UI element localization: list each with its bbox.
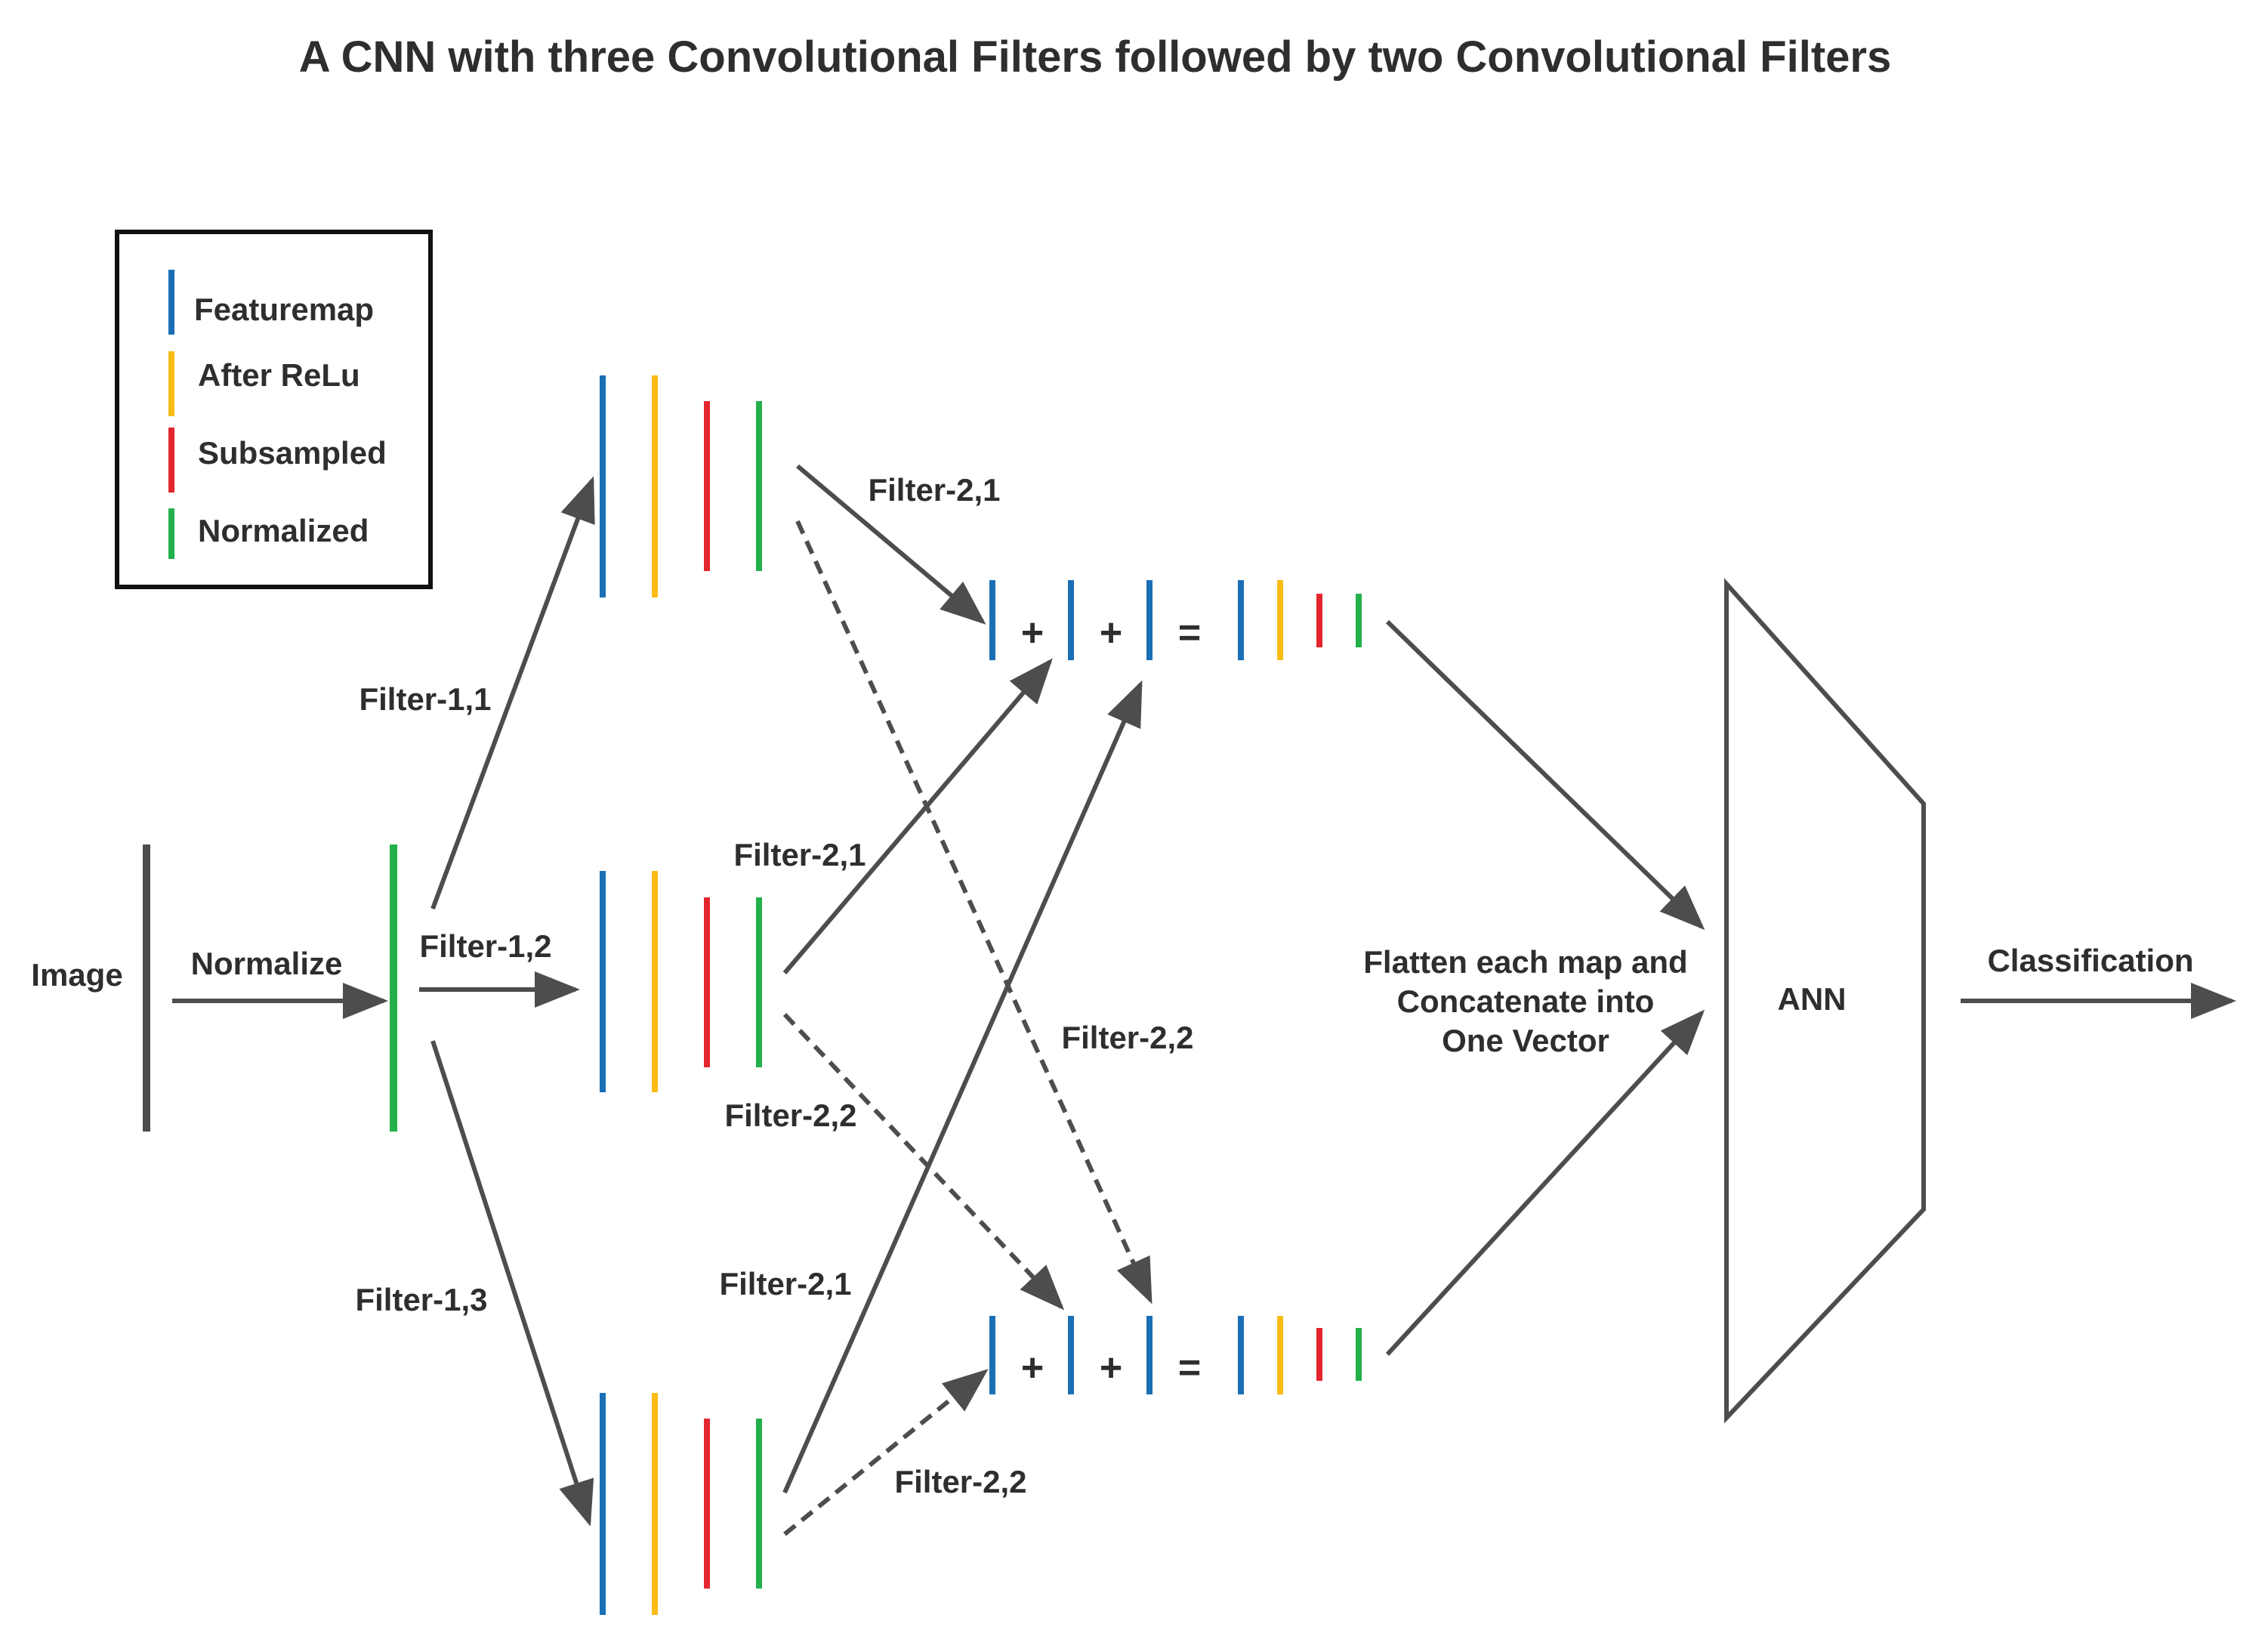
legend-relu-label: After ReLu <box>198 357 360 393</box>
filter-2-1-mid-arrow <box>782 658 1053 974</box>
ann-block <box>1724 578 1926 1424</box>
filter-2-2-top-label: Filter-2,2 <box>1061 1020 1193 1055</box>
legend-normalized-label: Normalized <box>198 513 369 548</box>
legend: Featuremap After ReLu Subsampled Normali… <box>115 230 433 589</box>
filter-2-1-top-label: Filter-2,1 <box>868 472 1000 508</box>
filter-2-1-mid-label: Filter-2,1 <box>733 837 866 872</box>
image-label: Image <box>31 957 122 993</box>
plus-sign: + <box>1021 1346 1044 1390</box>
filter-2-2-top-arrow <box>795 520 1153 1305</box>
upper-to-ann-arrow <box>1385 619 1705 931</box>
normalize-label: Normalize <box>191 946 343 981</box>
sum-row-lower: + + = <box>989 1316 1362 1394</box>
filter-2-1-bot-arrow <box>782 680 1143 1494</box>
lower-to-ann-arrow <box>1385 1009 1705 1357</box>
ann-label: ANN <box>1778 981 1847 1017</box>
filter-1-1-arrow <box>430 476 595 910</box>
filter-2-2-bot-arrow <box>783 1369 989 1536</box>
sum-row-upper: + + = <box>989 580 1362 660</box>
filter-1-3-arrow <box>430 1040 594 1527</box>
classification-label: Classification <box>1987 943 2193 978</box>
flatten-caption-line1: Flatten each map and <box>1363 944 1687 980</box>
filter-2-2-mid-label: Filter-2,2 <box>724 1098 856 1133</box>
layer1-stack-middle <box>600 871 762 1092</box>
filter-2-2-mid-arrow <box>782 1012 1065 1311</box>
legend-subsampled-label: Subsampled <box>198 435 387 471</box>
layer1-stack-top <box>600 375 762 597</box>
plus-sign: + <box>1100 611 1122 655</box>
flatten-caption-line2: Concatenate into <box>1397 983 1655 1019</box>
legend-featuremap-label: Featuremap <box>194 292 374 327</box>
flatten-caption-line3: One Vector <box>1442 1023 1609 1058</box>
filter-2-1-bot-label: Filter-2,1 <box>719 1266 851 1302</box>
filter-1-3-label: Filter-1,3 <box>355 1282 487 1317</box>
filter-2-2-bot-label: Filter-2,2 <box>894 1464 1026 1499</box>
equals-sign: = <box>1178 1346 1201 1390</box>
filter-1-2-label: Filter-1,2 <box>419 928 551 964</box>
legend-box <box>115 230 433 589</box>
layer1-stack-bottom <box>600 1393 762 1615</box>
plus-sign: + <box>1021 611 1044 655</box>
equals-sign: = <box>1178 611 1201 655</box>
diagram-title: A CNN with three Convolutional Filters f… <box>299 32 1891 82</box>
filter-2-1-top-arrow <box>796 464 986 625</box>
plus-sign: + <box>1100 1346 1122 1390</box>
filter-1-1-label: Filter-1,1 <box>359 681 491 717</box>
